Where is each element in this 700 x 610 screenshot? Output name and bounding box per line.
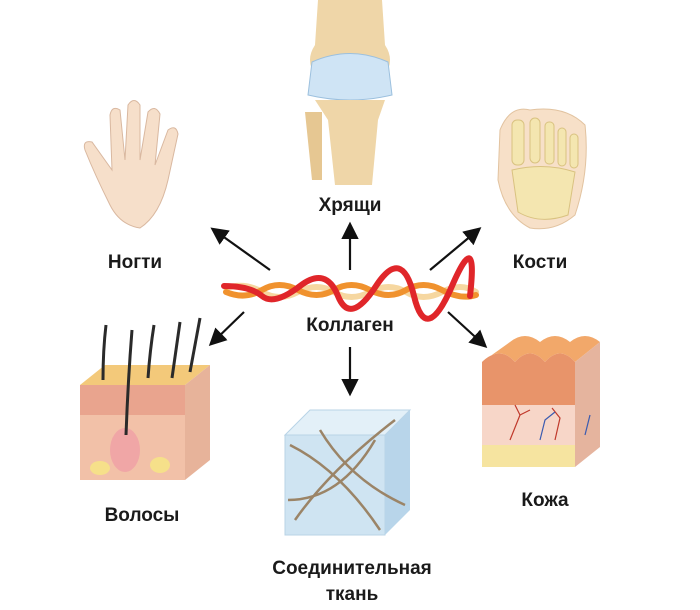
arrow-to-nails bbox=[210, 227, 271, 271]
label-cartilage: Хрящи bbox=[318, 195, 382, 216]
label-connective-tissue-line1: Соединительная bbox=[272, 558, 432, 579]
hair-follicle-illustration bbox=[80, 317, 210, 480]
knee-joint-illustration bbox=[305, 0, 393, 185]
arrow-to-hair bbox=[208, 311, 245, 347]
skin-layers-illustration bbox=[482, 336, 600, 467]
label-collagen: Коллаген bbox=[306, 315, 394, 336]
arrows bbox=[208, 221, 488, 397]
label-nails: Ногти bbox=[107, 252, 163, 273]
arrow-to-skin bbox=[447, 311, 488, 348]
arrow-to-bones bbox=[429, 227, 482, 271]
label-skin: Кожа bbox=[521, 490, 569, 511]
foot-bones-illustration bbox=[497, 108, 587, 230]
label-hair: Волосы bbox=[104, 505, 180, 526]
label-bones: Кости bbox=[512, 252, 568, 273]
hand-illustration bbox=[83, 100, 179, 229]
connective-tissue-cube-illustration bbox=[283, 409, 412, 536]
collagen-fiber-icon bbox=[221, 255, 479, 322]
label-connective-tissue-line2: ткань bbox=[325, 584, 379, 605]
